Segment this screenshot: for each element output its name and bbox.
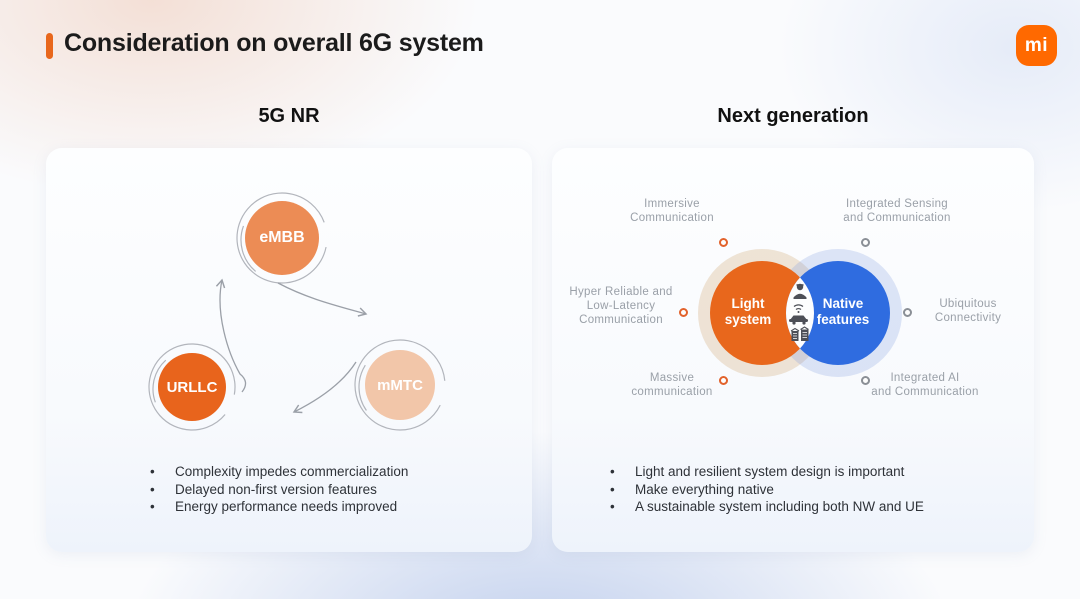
label-line: Connectivity	[934, 312, 1002, 324]
venn-label-native-features: Native features	[801, 296, 885, 328]
connector-dot-orange	[679, 308, 688, 317]
node-urllc-label: URLLC	[166, 378, 218, 396]
title-accent-bar	[46, 33, 53, 59]
panel-next-generation: Light system Native features Immersive C…	[552, 148, 1034, 552]
list-item: A sustainable system including both NW a…	[610, 498, 1010, 516]
node-embb-label: eMBB	[259, 229, 305, 246]
label-integrated-sensing: Integrated Sensing and Communication	[817, 197, 977, 225]
label-line: Low-Latency	[586, 300, 656, 312]
label-line: Communication	[579, 314, 663, 326]
label-hyper-reliable: Hyper Reliable and Low-Latency Communica…	[552, 285, 690, 327]
venn-label-line: features	[816, 312, 870, 327]
list-item: Make everything native	[610, 481, 1010, 499]
buildings-icon	[790, 326, 809, 341]
label-line: Integrated AI	[890, 372, 960, 384]
list-item: Light and resilient system design is imp…	[610, 463, 1010, 481]
arrow-urllc-to-embb	[215, 278, 247, 393]
label-line: and Communication	[843, 212, 951, 224]
label-line: Ubiquitous	[939, 298, 997, 310]
venn-label-line: Native	[822, 296, 864, 311]
bullet-text: Make everything native	[635, 481, 774, 497]
arrow-mmtc-out	[292, 361, 357, 414]
connector-dot-gray	[861, 376, 870, 385]
label-line: Communication	[630, 212, 714, 224]
bullet-icon	[150, 463, 175, 481]
venn-circle-native-features	[786, 261, 890, 365]
connector-dot-gray	[861, 238, 870, 247]
bullet-icon	[610, 498, 635, 516]
label-ubiquitous-connectivity: Ubiquitous Connectivity	[898, 297, 1038, 325]
connector-dot-orange	[719, 238, 728, 247]
bullet-icon	[150, 498, 175, 516]
5g-diagram-decor	[148, 192, 446, 431]
label-immersive-communication: Immersive Communication	[592, 197, 752, 225]
panel-5g-nr: eMBB URLLC mMTC Complexity impedes comme…	[46, 148, 532, 552]
venn-diagram	[698, 249, 902, 377]
bullet-text: A sustainable system including both NW a…	[635, 499, 924, 514]
bullet-text: Complexity impedes commercialization	[175, 464, 409, 479]
node-mmtc: mMTC	[365, 350, 435, 420]
connector-dot-gray	[903, 308, 912, 317]
xiaomi-logo: mi	[1016, 25, 1057, 66]
xiaomi-logo-text: mi	[1024, 34, 1049, 56]
bullet-icon	[610, 463, 635, 481]
venn-label-line: Light	[731, 296, 765, 311]
list-item: Energy performance needs improved	[150, 498, 510, 516]
venn-label-line: system	[724, 312, 772, 327]
right-bullet-list: Light and resilient system design is imp…	[610, 463, 1010, 516]
person-icon	[793, 283, 807, 299]
label-line: Hyper Reliable and	[569, 286, 673, 298]
label-line: Integrated Sensing	[846, 198, 948, 210]
right-column-header: Next generation	[717, 104, 869, 127]
connector-dot-orange	[719, 376, 728, 385]
left-column-header: 5G NR	[258, 104, 320, 127]
node-embb: eMBB	[245, 201, 319, 275]
bullet-icon	[150, 481, 175, 499]
venn-circle-light-system	[710, 261, 814, 365]
label-line: Immersive	[644, 198, 700, 210]
bullet-text: Delayed non-first version features	[175, 481, 377, 497]
node-urllc: URLLC	[158, 353, 226, 421]
label-integrated-ai: Integrated AI and Communication	[845, 371, 1005, 399]
bullet-icon	[610, 481, 635, 499]
connected-car-icon	[789, 304, 808, 325]
arrow-embb-to-mmtc	[277, 282, 368, 317]
intersection-icons	[789, 283, 809, 341]
node-mmtc-label: mMTC	[377, 376, 423, 394]
left-bullet-list: Complexity impedes commercialization Del…	[150, 463, 510, 516]
flow-arrows	[215, 278, 368, 414]
list-item: Complexity impedes commercialization	[150, 463, 510, 481]
bullet-text: Energy performance needs improved	[175, 499, 398, 514]
list-item: Delayed non-first version features	[150, 481, 510, 499]
label-line: Massive	[649, 372, 695, 384]
label-line: communication	[631, 386, 713, 398]
bullet-text: Light and resilient system design is imp…	[635, 464, 905, 479]
page-title: Consideration on overall 6G system	[64, 29, 484, 57]
label-massive-communication: Massive communication	[592, 371, 752, 399]
label-line: and Communication	[871, 386, 979, 398]
venn-label-light-system: Light system	[706, 296, 790, 328]
